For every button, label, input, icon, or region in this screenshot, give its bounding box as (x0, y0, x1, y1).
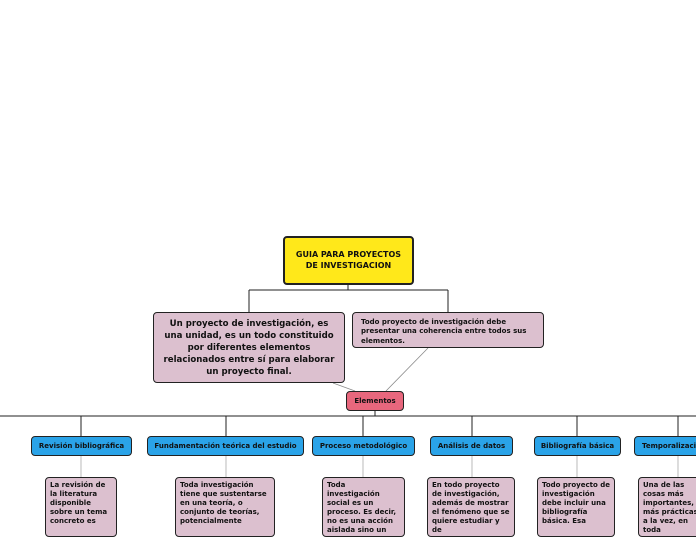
elementos-hub-label: Elementos (354, 397, 396, 405)
subtopic-text: Todo proyecto de investigación debe incl… (542, 481, 610, 526)
topic-temporalizacion[interactable]: Temporalización (634, 436, 696, 456)
elementos-hub[interactable]: Elementos (346, 391, 404, 411)
subtopic-bibliografia-basica[interactable]: Todo proyecto de investigación debe incl… (537, 477, 615, 537)
subtopic-fundamentacion-teorica[interactable]: Toda investigación tiene que sustentarse… (175, 477, 275, 537)
topic-label: Fundamentación teórica del estudio (154, 442, 297, 450)
subtopic-text: En todo proyecto de investigación, ademá… (432, 481, 510, 535)
topic-label: Temporalización (642, 442, 696, 450)
subtopic-proceso-metodologico[interactable]: Toda investigación social es un proceso.… (322, 477, 405, 537)
topic-label: Proceso metodológico (319, 442, 408, 450)
connector-lines (0, 285, 696, 477)
topic-proceso-metodologico[interactable]: Proceso metodológico (312, 436, 415, 456)
topic-revision-bibliografica[interactable]: Revisión bibliográfica (31, 436, 132, 456)
topic-label: Análisis de datos (437, 442, 506, 450)
subtopic-analisis-de-datos[interactable]: En todo proyecto de investigación, ademá… (427, 477, 515, 537)
subtopic-temporalizacion[interactable]: Una de las cosas más importantes, y más … (638, 477, 696, 537)
topic-label: Revisión bibliográfica (38, 442, 125, 450)
definition-note-text: Un proyecto de investigación, es una uni… (163, 319, 335, 378)
topic-fundamentacion-teorica[interactable]: Fundamentación teórica del estudio (147, 436, 304, 456)
central-topic-label: GUIA PARA PROYECTOS DE INVESTIGACION (295, 250, 402, 270)
topic-label: Bibliografía básica (540, 442, 615, 450)
subtopic-text: Toda investigación tiene que sustentarse… (180, 481, 267, 526)
coherence-note[interactable]: Todo proyecto de investigación debe pres… (352, 312, 544, 348)
topic-analisis-de-datos[interactable]: Análisis de datos (430, 436, 513, 456)
coherence-note-text: Todo proyecto de investigación debe pres… (361, 318, 527, 345)
subtopic-text: Toda investigación social es un proceso.… (327, 481, 397, 535)
subtopic-revision-bibliografica[interactable]: La revisión de la literatura disponible … (45, 477, 117, 537)
subtopic-text: Una de las cosas más importantes, y más … (643, 481, 696, 535)
topic-bibliografia-basica[interactable]: Bibliografía básica (534, 436, 621, 456)
central-topic[interactable]: GUIA PARA PROYECTOS DE INVESTIGACION (283, 236, 414, 285)
subtopic-text: La revisión de la literatura disponible … (50, 481, 108, 526)
definition-note[interactable]: Un proyecto de investigación, es una uni… (153, 312, 345, 383)
